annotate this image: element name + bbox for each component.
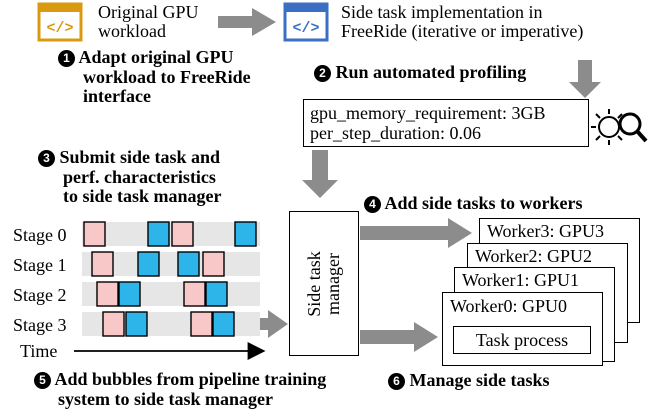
step-6-number: 6: [388, 373, 405, 390]
step-2: 2 Run automated profiling: [314, 63, 526, 82]
worker-card-0: Worker0: GPU0 Task process: [442, 292, 603, 366]
code-window-icon-orange: </>: [37, 2, 83, 42]
backward-microbatch: [147, 221, 170, 247]
profile-memory: gpu_memory_requirement: 3GB: [310, 103, 546, 123]
arrow-add-workers: [360, 218, 472, 248]
forward-microbatch: [171, 221, 194, 247]
task-process-box: Task process: [453, 326, 591, 354]
step-4-number: 4: [364, 196, 381, 213]
forward-microbatch: [202, 251, 225, 277]
pipeline-schedule: [82, 221, 260, 337]
svg-text:</>: </>: [292, 20, 319, 37]
workload-label: Original GPU workload: [98, 2, 199, 41]
profile-duration: per_step_duration: 0.06: [310, 123, 481, 143]
backward-microbatch: [137, 251, 160, 277]
backward-microbatch: [118, 281, 141, 307]
arrow-adapt: [218, 8, 276, 36]
forward-microbatch: [83, 221, 106, 247]
step-1: 1 Adapt original GPU: [58, 48, 234, 67]
arrow-profile: [569, 60, 601, 98]
step-3: 3 Submit side task and: [38, 148, 220, 167]
forward-microbatch: [96, 281, 119, 307]
side-task-manager: Side task manager: [289, 211, 359, 356]
step-1-number: 1: [58, 50, 75, 67]
step-2-number: 2: [314, 65, 331, 82]
step-1-cont: workload to FreeRide interface: [83, 67, 251, 106]
svg-text:</>: </>: [46, 20, 73, 37]
arrow-submit: [302, 150, 338, 198]
stage-label-3: Stage 3: [13, 315, 67, 335]
gear-search-icon: [591, 109, 648, 145]
step-3-cont: perf. characteristics to side task manag…: [63, 167, 222, 206]
step-5: 5 Add bubbles from pipeline training: [34, 370, 326, 389]
flow-arrows: [218, 8, 601, 352]
backward-microbatch: [205, 281, 228, 307]
backward-microbatch: [234, 221, 257, 247]
backward-microbatch: [212, 311, 235, 337]
forward-microbatch: [183, 281, 206, 307]
step-6: 6 Manage side tasks: [388, 371, 550, 390]
step-5-cont: system to side task manager: [58, 389, 273, 409]
stage-label-0: Stage 0: [13, 225, 67, 245]
forward-microbatch: [91, 251, 114, 277]
time-label: Time: [20, 341, 58, 361]
stage-label-1: Stage 1: [13, 255, 67, 275]
step-4: 4 Add side tasks to workers: [364, 194, 583, 213]
impl-label: Side task implementation in FreeRide (it…: [341, 2, 584, 41]
backward-microbatch: [177, 251, 200, 277]
arrow-manage: [360, 322, 438, 352]
step-5-number: 5: [34, 372, 51, 389]
arrow-bubbles: [246, 310, 288, 338]
forward-microbatch: [190, 311, 213, 337]
stage-label-2: Stage 2: [13, 285, 67, 305]
step-3-number: 3: [38, 150, 55, 167]
forward-microbatch: [102, 311, 125, 337]
code-window-icon-blue: </>: [283, 2, 329, 42]
profile-box: gpu_memory_requirement: 3GB per_step_dur…: [303, 99, 589, 147]
backward-microbatch: [125, 311, 148, 337]
